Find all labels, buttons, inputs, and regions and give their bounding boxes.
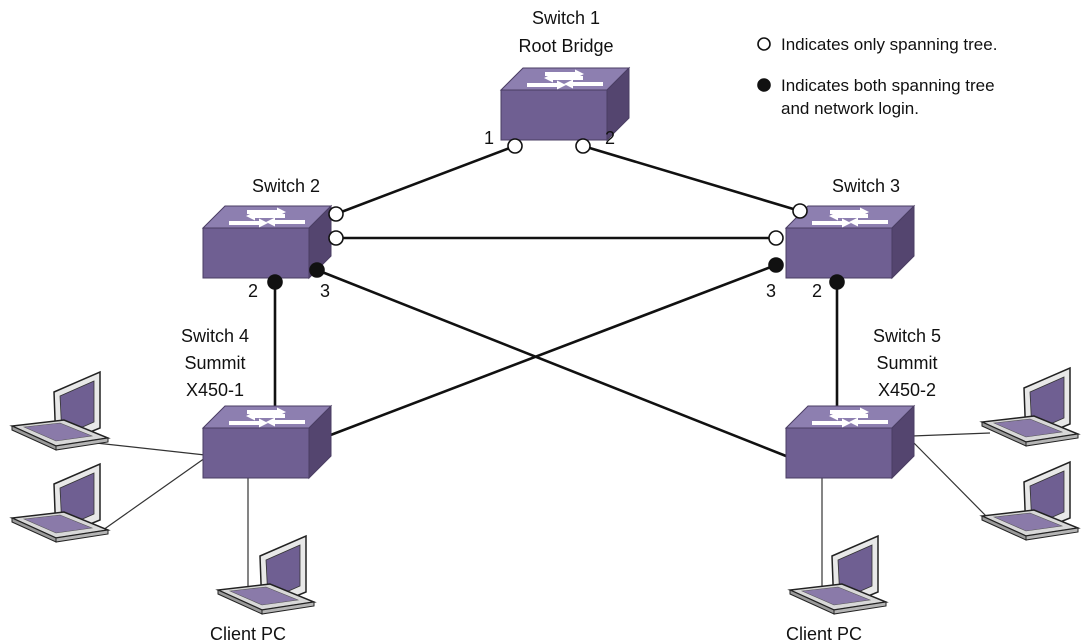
switch-4 [201,404,333,480]
filled-port-marker [309,262,325,278]
switch-2-port-cross: 3 [320,281,330,301]
legend-filled-port-text-1: Indicates both spanning tree [781,76,995,95]
switch-1 [499,66,631,142]
switch-4-name: Switch 4 [181,326,249,346]
port-markers [267,138,845,290]
link-s4-laptop-mid [102,457,206,531]
link-s3-s4 [327,263,777,438]
client-pc-right-label: Client PC [786,624,862,644]
open-port-marker [328,206,344,222]
filled-port-marker [768,257,784,273]
switch-1-role: Root Bridge [518,36,613,56]
links [95,144,991,588]
open-port-marker [768,230,784,246]
client-pc-left-label: Client PC [210,624,286,644]
laptop-left-mid [9,462,111,543]
laptop-icon [979,366,1081,447]
filled-port-marker [267,274,283,290]
switch-4-id: X450-1 [186,380,244,400]
switch-2 [201,204,333,280]
laptop-right-bottom [787,534,889,615]
switch-1-name: Switch 1 [532,8,600,28]
laptop-icon [787,534,889,615]
switch-5-model: Summit [876,353,937,373]
laptop-left-bottom [215,534,317,615]
switch-3-name: Switch 3 [832,176,900,196]
filled-port-marker [757,78,771,92]
switch-icon [201,204,333,280]
legend-filled-port-text-2: and network login. [781,99,919,118]
laptop-icon [979,460,1081,541]
laptop-right-mid [979,460,1081,541]
link-s5-laptop-mid [911,440,991,521]
switch-3-port-cross: 3 [766,281,776,301]
open-port-marker [792,203,808,219]
switch-3-port-down: 2 [812,281,822,301]
switch-2-name: Switch 2 [252,176,320,196]
switch-5-name: Switch 5 [873,326,941,346]
link-s1-s3 [582,144,801,213]
switch-2-port-down: 2 [248,281,258,301]
switch-5-id: X450-2 [878,380,936,400]
open-port-marker [575,138,591,154]
link-s4-laptop-top [95,442,206,456]
link-s2-s1 [335,144,516,216]
laptop-icon [9,462,111,543]
link-s5-laptop-top [911,432,991,437]
legend: Indicates only spanning tree. Indicates … [757,35,997,118]
switch-icon [784,204,916,280]
open-port-marker [328,230,344,246]
laptop-icon [9,370,111,451]
switch-3 [784,204,916,280]
open-port-marker [757,37,771,51]
laptop-right-top [979,366,1081,447]
switch-icon [499,66,631,142]
open-port-marker [507,138,523,154]
link-s2-s5 [316,268,787,458]
laptop-left-top [9,370,111,451]
legend-open-port-text: Indicates only spanning tree. [781,35,997,54]
laptop-icon [215,534,317,615]
switch-4-model: Summit [184,353,245,373]
switch-icon [784,404,916,480]
switch-5 [784,404,916,480]
switch-1-port-left: 1 [484,128,494,148]
switch-1-port-right: 2 [605,128,615,148]
switch-icon [201,404,333,480]
filled-port-marker [829,274,845,290]
